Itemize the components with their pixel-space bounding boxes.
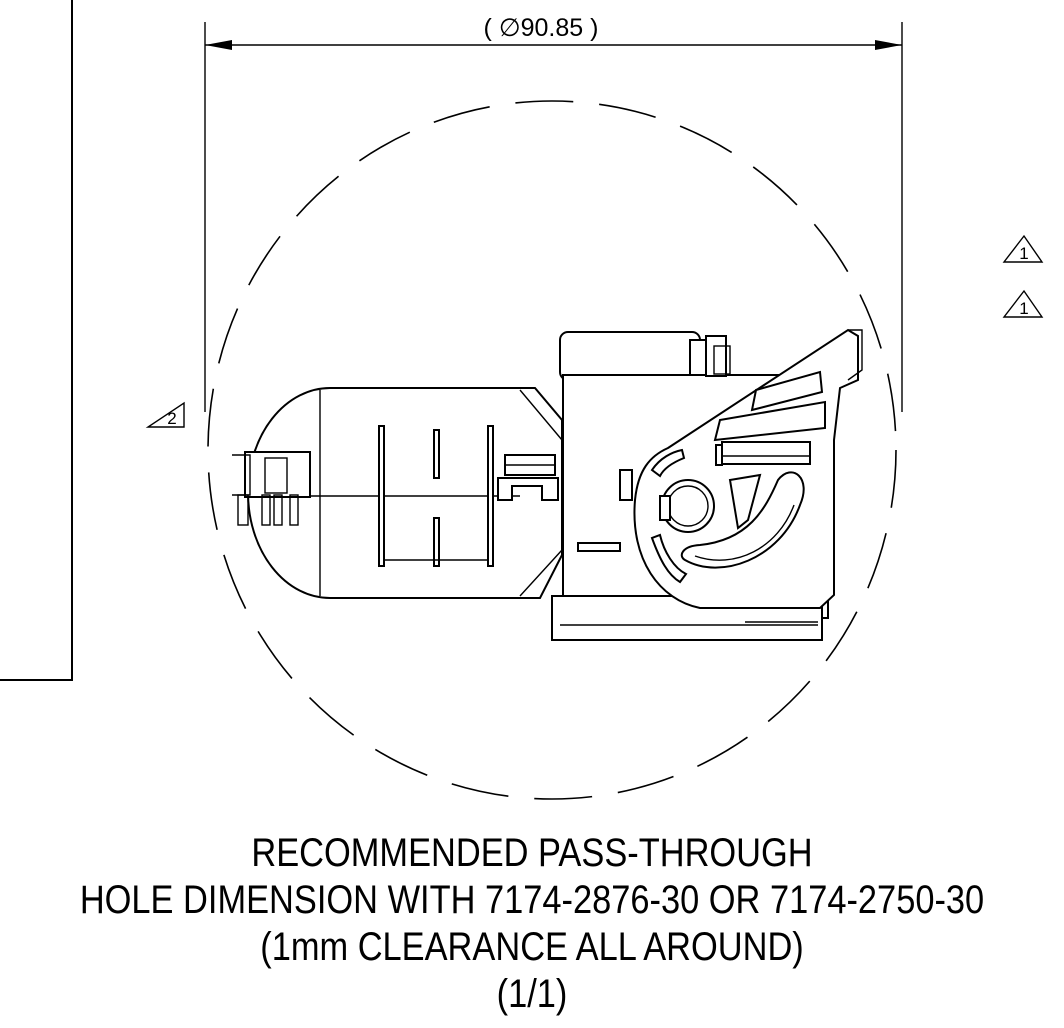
caption-line-4: (1/1) [496,972,568,1016]
svg-text:1: 1 [1019,244,1028,263]
revision-flag-1-top: 1 [1002,234,1044,263]
connector-assembly [232,328,863,641]
rear-terminal [232,451,311,526]
revision-flag-2: 2 [145,401,185,428]
frame-border [0,0,73,681]
drawing-caption: RECOMMENDED PASS-THROUGH HOLE DIMENSION … [74,830,989,1018]
cam-slot [680,471,805,569]
dimension-arrow-right [875,40,902,50]
revision-flag-1-bottom: 1 [1002,289,1044,318]
lever-body [559,331,701,381]
caption-line-2: HOLE DIMENSION WITH 7174-2876-30 OR 7174… [79,878,985,922]
dimension-arrow-left [205,40,232,50]
dimension-label: ( ∅90.85 ) [484,14,599,42]
caption-line-1: RECOMMENDED PASS-THROUGH [251,831,813,875]
lever-plate [633,328,859,609]
caption-line-3: (1mm CLEARANCE ALL AROUND) [260,925,804,969]
pass-through-hole-outline [207,100,897,800]
svg-text:2: 2 [167,409,176,428]
svg-text:1: 1 [1019,299,1028,318]
connector-housing [247,387,563,599]
diameter-dimension: ( ∅90.85 ) [204,10,903,412]
